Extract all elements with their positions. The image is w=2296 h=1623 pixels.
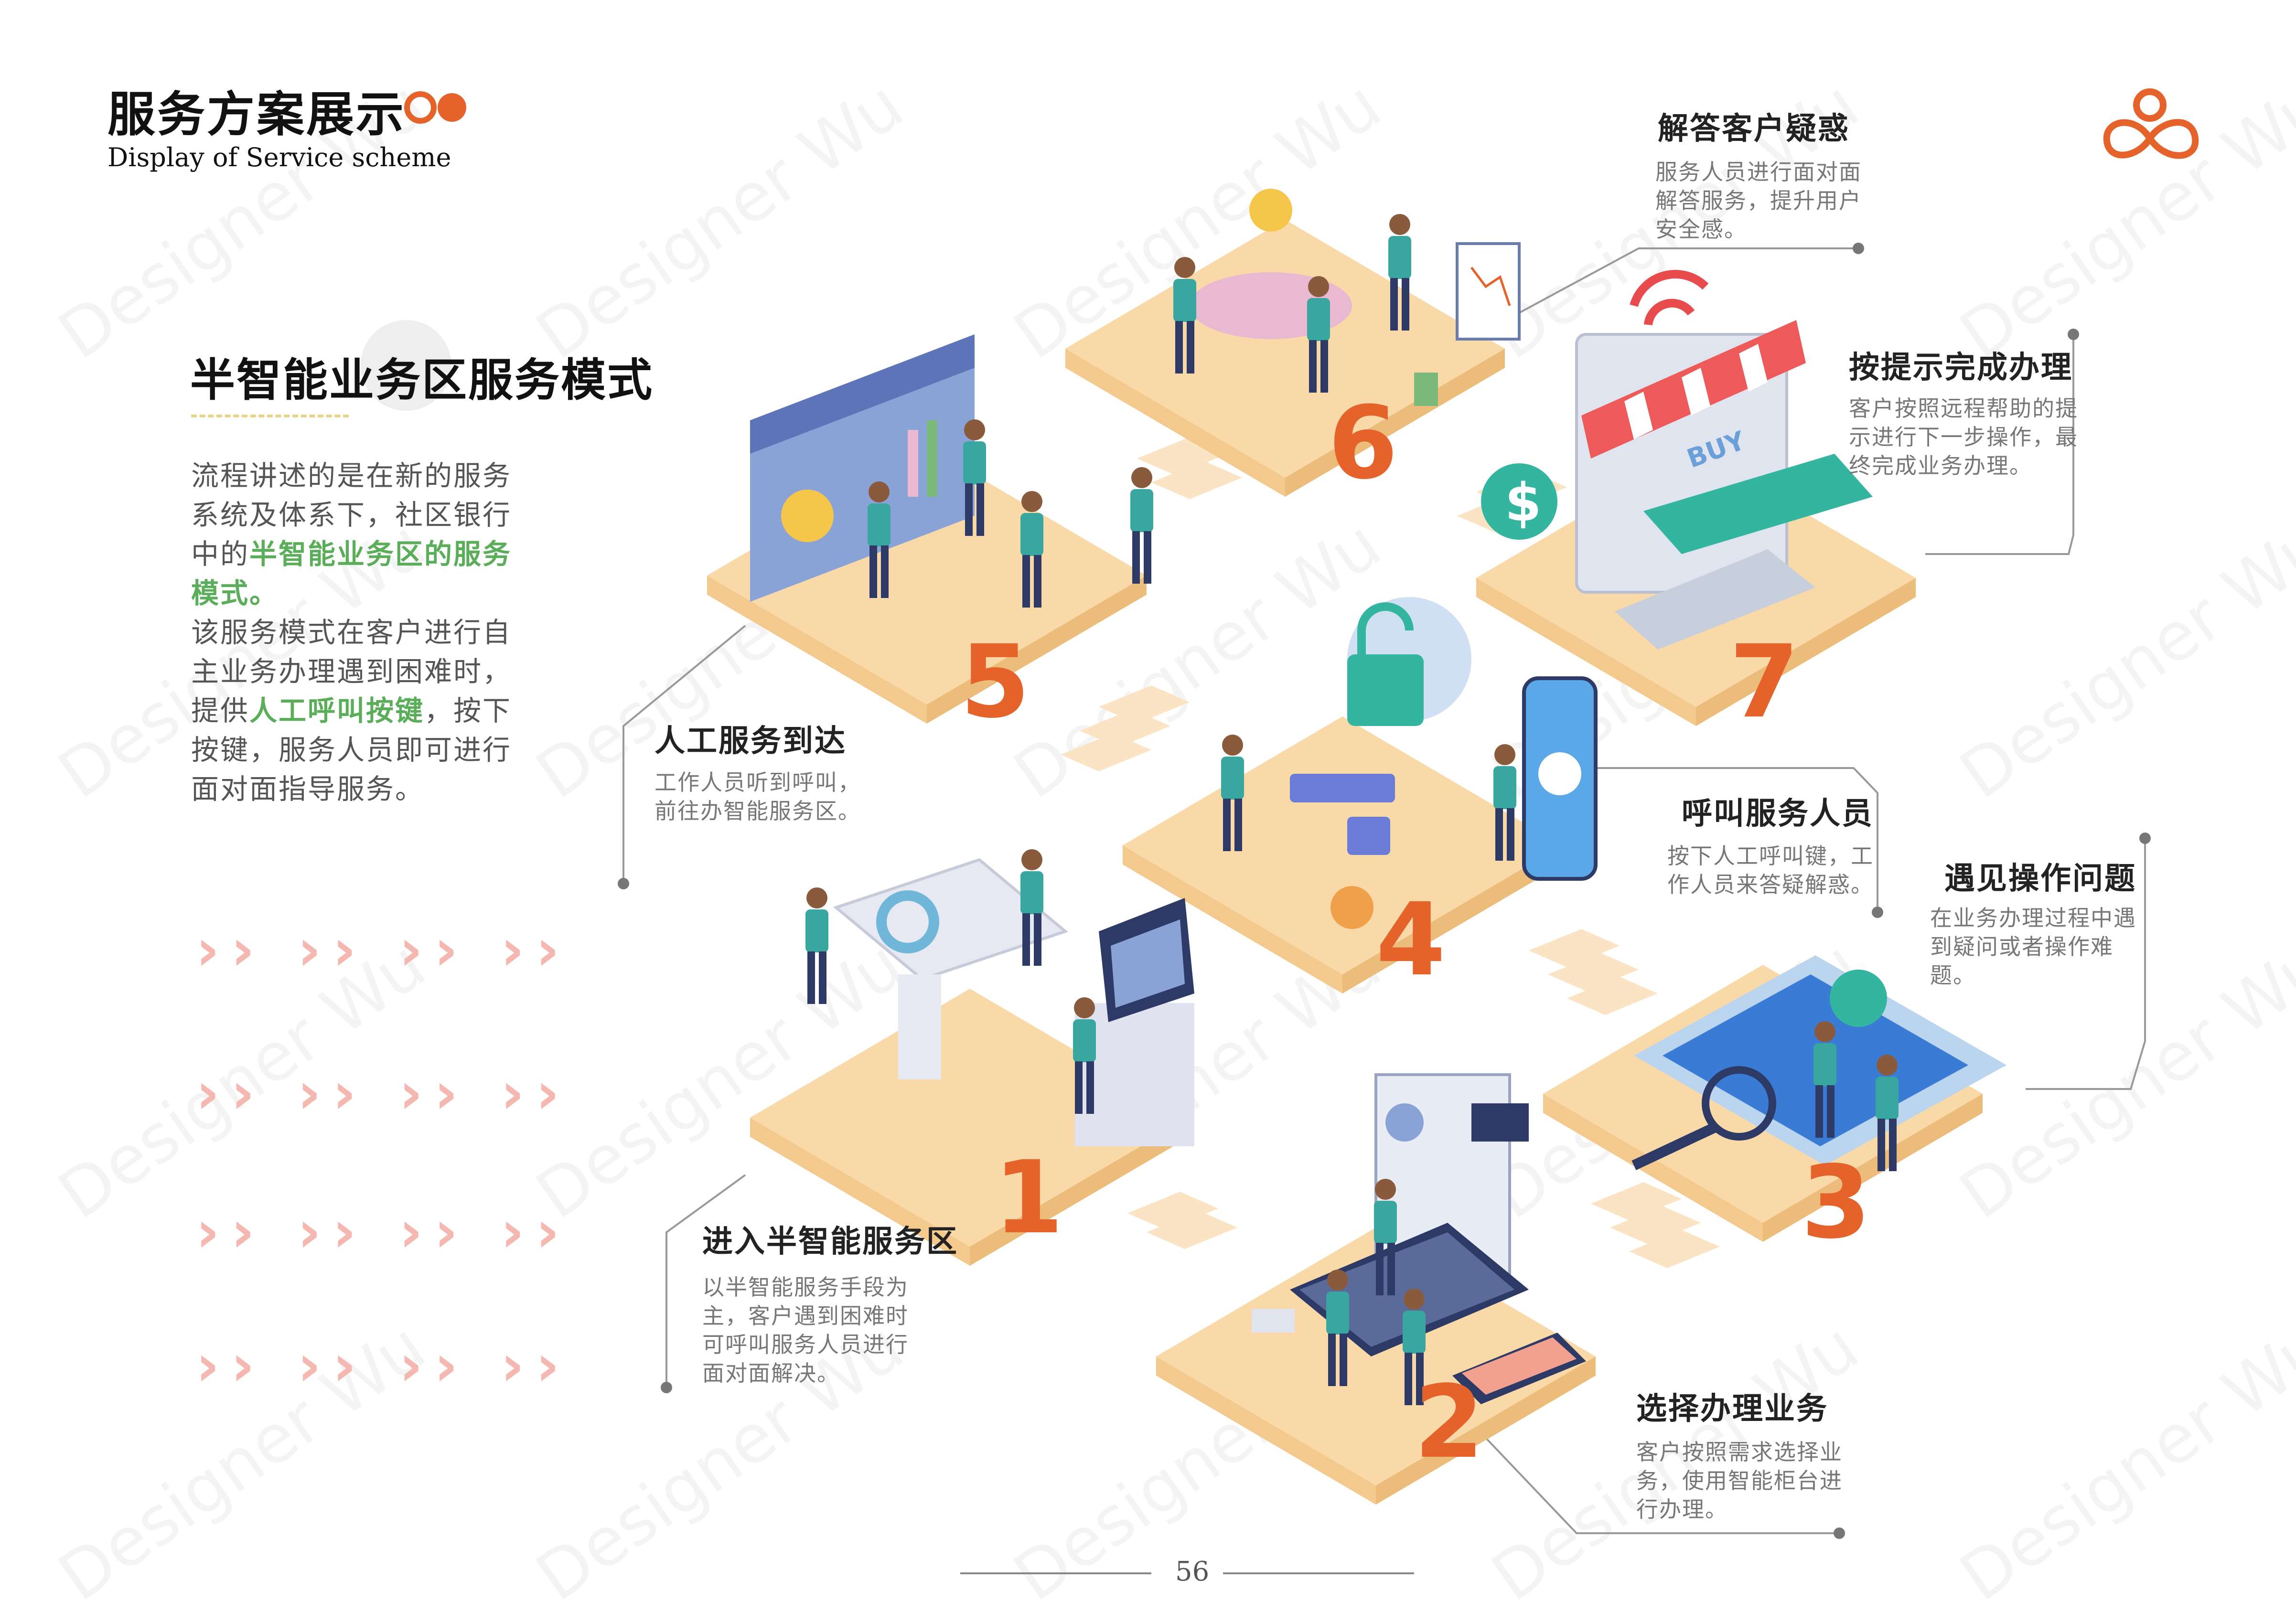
step-number-6: 6 — [1328, 384, 1398, 502]
intro-paragraph: 流程讲述的是在新的服务系统及体系下，社区银行中的半智能业务区的服务模式。 该服务… — [191, 456, 535, 809]
page-subtitle: Display of Service scheme — [107, 142, 451, 172]
page-number-rule — [960, 1572, 1151, 1574]
step-number-7: 7 — [1729, 623, 1799, 740]
step-1-title: 进入半智能服务区 — [702, 1224, 958, 1260]
section-title: 半智能业务区服务模式 — [190, 354, 654, 406]
page-number: 56 — [1175, 1556, 1210, 1587]
intro-text: 流程讲述的是在新的服务系统及体系下，社区银行中的 — [191, 459, 512, 570]
connector-dot — [2068, 329, 2079, 340]
connector-dot — [661, 1382, 672, 1393]
connector-line — [1519, 247, 1858, 314]
chevron-row-icon: ›› ›› ›› ›› — [196, 1333, 571, 1399]
connector-dot — [1853, 243, 1864, 254]
connector-line — [622, 625, 746, 884]
chevron-row-icon: ›› ›› ›› ›› — [196, 1199, 571, 1265]
title-underline — [191, 415, 349, 417]
step-2-title: 选择办理业务 — [1636, 1391, 1828, 1427]
intro-highlight: 人工呼叫按键 — [249, 694, 425, 727]
connector-line — [1925, 334, 2074, 555]
step-1-desc: 以半智能服务手段为主，客户遇到困难时可呼叫服务人员进行面对面解决。 — [702, 1274, 909, 1386]
step-6-title: 解答客户疑惑 — [1658, 111, 1850, 147]
step-number-2: 2 — [1414, 1364, 1484, 1481]
intro-text: 该服务模式在客户进行自主业务办理遇到困难时，提供 — [191, 616, 512, 727]
step-number-4: 4 — [1376, 881, 1446, 998]
two-circles-logo-icon — [404, 91, 466, 124]
connector-dot — [1834, 1527, 1845, 1539]
step-4-title: 呼叫服务人员 — [1682, 796, 1874, 832]
page-title: 服务方案展示 — [107, 86, 406, 142]
connector-dot — [1872, 907, 1883, 918]
brand-logo-icon — [2103, 88, 2199, 159]
step-5-title: 人工服务到达 — [654, 723, 847, 759]
step-5-desc: 工作人员听到呼叫，前往办智能服务区。 — [654, 769, 861, 824]
step-7-desc: 客户按照远程帮助的提示进行下一步操作，最终完成业务办理。 — [1849, 395, 2078, 479]
connector-line — [2026, 838, 2146, 1090]
step-number-3: 3 — [1801, 1144, 1871, 1261]
step-7-title: 按提示完成办理 — [1849, 350, 2073, 385]
chevron-row-icon: ›› ›› ›› ›› — [196, 917, 571, 983]
intro-text: ，按下按键，服务人员即可进行面对面指导服务。 — [191, 694, 512, 805]
connector-line — [665, 1174, 746, 1388]
connector-dot — [2139, 833, 2151, 844]
step-number-5: 5 — [960, 623, 1030, 740]
svg-text:$: $ — [1505, 472, 1542, 533]
tile-6 — [1065, 220, 1505, 497]
chevron-row-icon: ›› ›› ›› ›› — [196, 1060, 571, 1127]
step-4-desc: 按下人工呼叫键，工作人员来答疑解惑。 — [1667, 843, 1874, 897]
step-3-desc: 在业务办理过程中遇到疑问或者操作难题。 — [1930, 905, 2136, 988]
page-number-rule — [1223, 1572, 1414, 1574]
intro-highlight: 半智能业务区的服务模式。 — [191, 538, 512, 609]
connector-line — [1591, 767, 1878, 912]
connector-line — [1480, 1432, 1839, 1534]
connector-dot — [618, 878, 629, 889]
step-3-title: 遇见操作问题 — [1944, 861, 2136, 897]
step-6-desc: 服务人员进行面对面解答服务，提升用户安全感。 — [1655, 159, 1862, 242]
decorative-circle — [361, 320, 451, 411]
step-number-1: 1 — [994, 1139, 1063, 1256]
step-2-desc: 客户按照需求选择业务，使用智能柜台进行办理。 — [1636, 1439, 1843, 1522]
